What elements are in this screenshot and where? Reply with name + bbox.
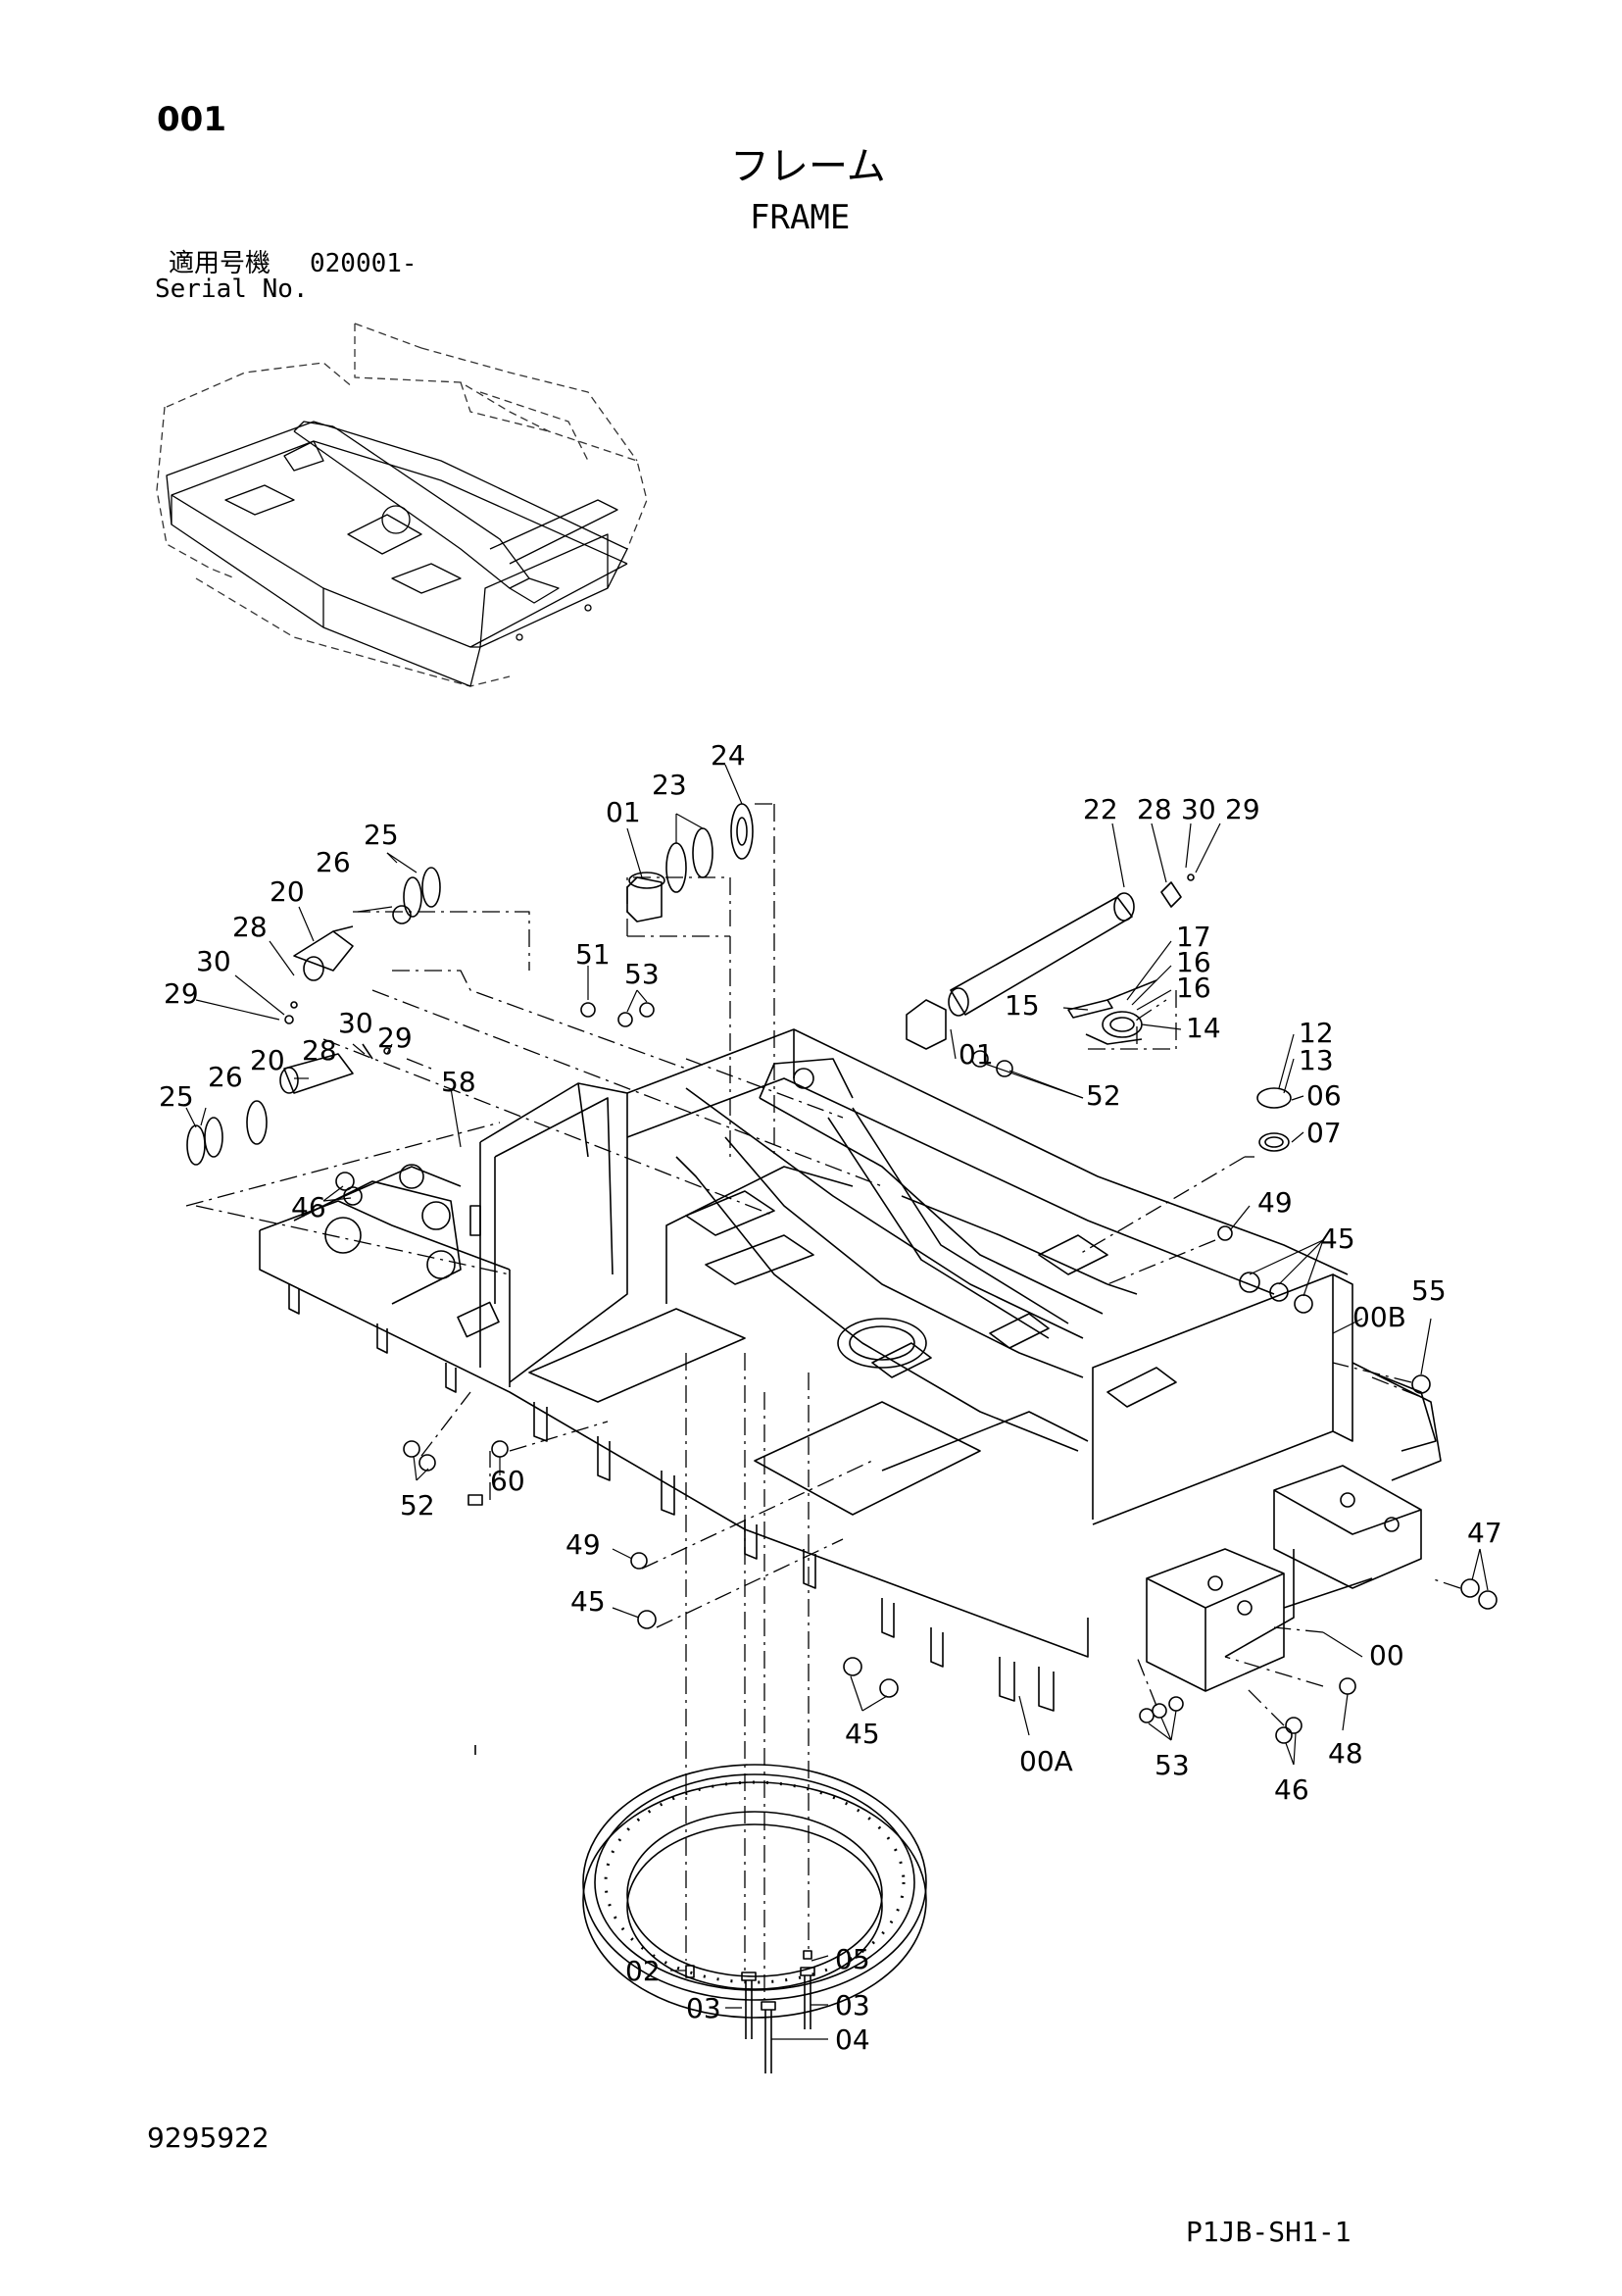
callout-48: 48 bbox=[1328, 1737, 1363, 1770]
callout-29: 29 bbox=[1225, 793, 1260, 825]
serial-label-japanese: 適用号機 bbox=[169, 249, 271, 278]
callout-15: 15 bbox=[1005, 989, 1040, 1022]
callout-29: 29 bbox=[377, 1022, 413, 1054]
callout-26: 26 bbox=[208, 1061, 243, 1093]
serial-label: Serial No. bbox=[155, 275, 309, 304]
main-frame-body bbox=[259, 1028, 1442, 1755]
callout-25: 25 bbox=[364, 819, 399, 851]
page-title-japanese: フレーム bbox=[730, 144, 886, 189]
callout-30: 30 bbox=[196, 945, 231, 977]
callout-28: 28 bbox=[1137, 793, 1172, 825]
callout-12: 12 bbox=[1299, 1017, 1334, 1049]
callout-49: 49 bbox=[565, 1528, 601, 1561]
callout-53: 53 bbox=[1155, 1749, 1190, 1781]
callout-13: 13 bbox=[1299, 1044, 1334, 1076]
callout-52: 52 bbox=[1086, 1079, 1121, 1112]
callout-07: 07 bbox=[1306, 1117, 1342, 1149]
swing-bearing-ring bbox=[582, 1764, 927, 2019]
serial-value: 020001- bbox=[310, 249, 418, 278]
overview-inset-sketch bbox=[156, 323, 648, 687]
callout-20: 20 bbox=[250, 1044, 285, 1076]
callout-25: 25 bbox=[159, 1080, 194, 1113]
callout-00A: 00A bbox=[1019, 1745, 1073, 1777]
callout-55: 55 bbox=[1411, 1274, 1447, 1307]
callout-28: 28 bbox=[302, 1034, 337, 1067]
callout-01: 01 bbox=[606, 796, 641, 828]
callout-26: 26 bbox=[316, 846, 351, 878]
callout-45: 45 bbox=[1320, 1223, 1355, 1255]
callout-51: 51 bbox=[575, 938, 611, 971]
callout-00B: 00B bbox=[1352, 1301, 1406, 1333]
callout-01: 01 bbox=[958, 1038, 994, 1071]
callout-leader-lines bbox=[185, 764, 1489, 2040]
callout-58: 58 bbox=[441, 1066, 476, 1098]
callout-46: 46 bbox=[291, 1191, 326, 1223]
callout-52: 52 bbox=[400, 1489, 435, 1522]
callout-03: 03 bbox=[835, 1989, 870, 2021]
callout-00: 00 bbox=[1369, 1639, 1404, 1672]
callout-29: 29 bbox=[164, 977, 199, 1010]
callout-02: 02 bbox=[625, 1955, 661, 1987]
callout-49: 49 bbox=[1257, 1186, 1293, 1219]
callout-28: 28 bbox=[232, 911, 268, 943]
callout-47: 47 bbox=[1467, 1517, 1502, 1549]
sheet-reference: P1JB-SH1-1 bbox=[1186, 2216, 1352, 2248]
callout-46: 46 bbox=[1274, 1773, 1309, 1806]
callout-60: 60 bbox=[490, 1465, 525, 1497]
callout-30: 30 bbox=[338, 1007, 373, 1039]
callout-03: 03 bbox=[686, 1992, 721, 2024]
page-title: FRAME bbox=[750, 198, 851, 237]
callout-04: 04 bbox=[835, 2023, 870, 2056]
callout-05: 05 bbox=[835, 1943, 870, 1975]
callout-16: 16 bbox=[1176, 946, 1211, 978]
exploded-view-guidelines bbox=[185, 803, 1461, 2000]
callout-16: 16 bbox=[1176, 972, 1211, 1004]
callout-45: 45 bbox=[845, 1718, 880, 1750]
callout-24: 24 bbox=[711, 739, 746, 772]
document-number: 9295922 bbox=[147, 2121, 270, 2154]
callout-17: 17 bbox=[1176, 921, 1211, 953]
callout-22: 22 bbox=[1083, 793, 1118, 825]
callout-45: 45 bbox=[570, 1585, 606, 1618]
callout-06: 06 bbox=[1306, 1079, 1342, 1112]
callout-53: 53 bbox=[624, 958, 660, 990]
callout-20: 20 bbox=[270, 875, 305, 908]
callout-23: 23 bbox=[652, 769, 687, 801]
page-number: 001 bbox=[157, 100, 226, 139]
callout-30: 30 bbox=[1181, 793, 1216, 825]
callout-14: 14 bbox=[1186, 1012, 1221, 1044]
